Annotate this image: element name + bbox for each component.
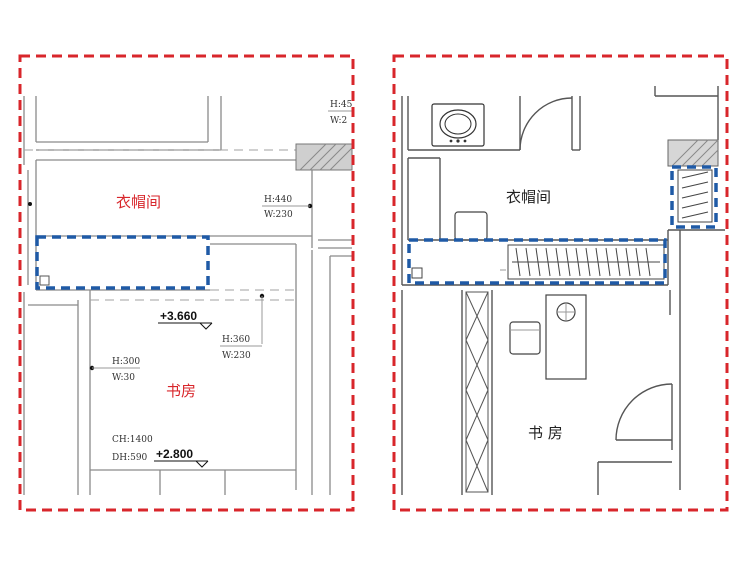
left-wardrobe-label: 衣帽间 — [116, 193, 161, 211]
study-chair — [509, 321, 541, 355]
coat-rail — [677, 169, 713, 223]
bathroom-sink — [431, 103, 485, 147]
stool — [454, 211, 488, 241]
wardrobe-closet — [507, 244, 665, 280]
right-study-label: 书 房 — [528, 424, 563, 442]
left-highlight-zone — [35, 235, 210, 290]
dim-w30: W:30 — [112, 373, 135, 383]
level-mark-b: +2.800 — [156, 447, 193, 461]
right-red-frame — [392, 54, 729, 512]
dim-h440: H:440 — [264, 195, 292, 205]
dim-h300: H:300 — [112, 357, 140, 367]
study-desk — [545, 294, 587, 380]
dim-top-w: W:2 — [330, 116, 347, 126]
level-mark-a: +3.660 — [160, 309, 197, 323]
dim-dh: DH:590 — [112, 453, 148, 463]
right-wardrobe-label: 衣帽间 — [506, 188, 551, 206]
right-floor-plan: 衣帽间 书 房 — [392, 54, 729, 512]
right-highlight-zone-rail — [670, 165, 718, 229]
dim-w230-a: W:230 — [264, 210, 293, 220]
dim-top-h: H:45 — [330, 100, 353, 110]
left-red-frame — [18, 54, 355, 512]
right-highlight-zone-main — [407, 238, 667, 285]
dim-ch: CH:1400 — [112, 435, 153, 445]
study-bookshelf — [465, 291, 489, 493]
left-floor-plan: 衣帽间 书房 H:440 W:230 H:360 W:230 H:300 W:3… — [18, 54, 355, 512]
left-study-label: 书房 — [166, 382, 196, 400]
dim-h360: H:360 — [222, 335, 250, 345]
dim-w230-b: W:230 — [222, 351, 251, 361]
